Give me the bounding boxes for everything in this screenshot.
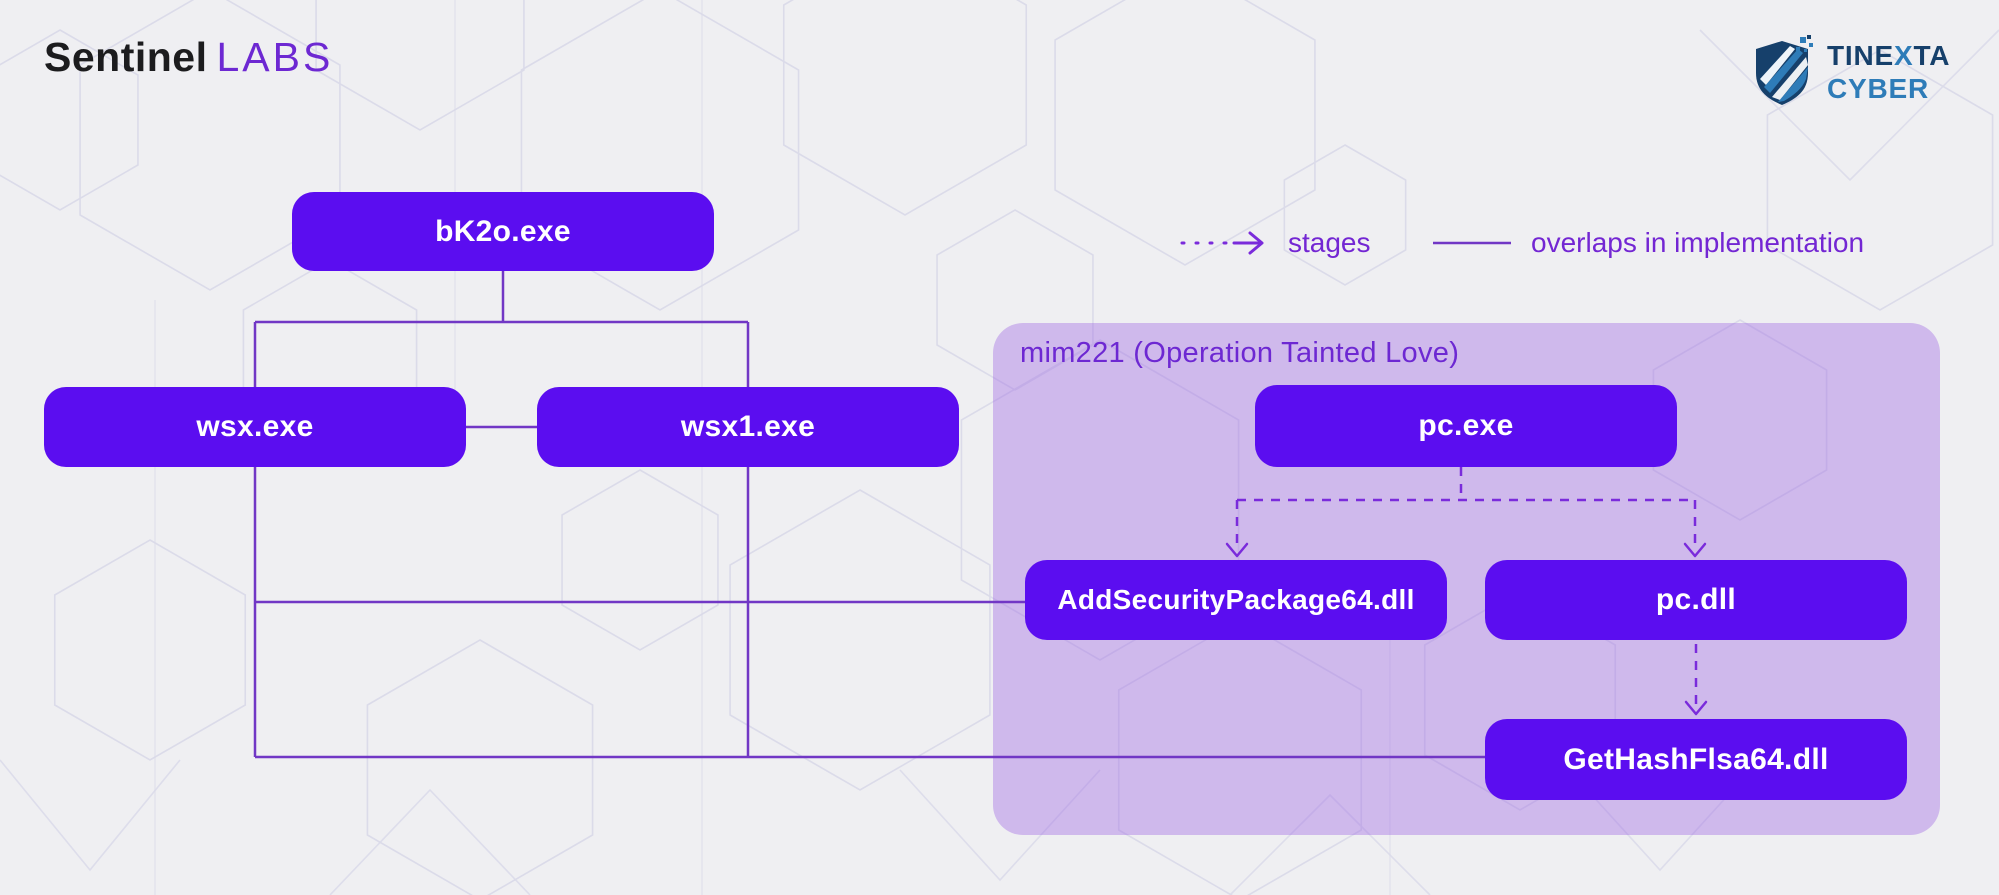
- legend-stages-label: stages: [1288, 227, 1371, 258]
- tinexta-line1-post: TA: [1913, 40, 1951, 71]
- tinexta-wordmark: TINEXTA CYBER: [1827, 39, 1950, 105]
- legend-overlaps-label: overlaps in implementation: [1531, 227, 1865, 258]
- arrowhead-gethashflsa: [1684, 700, 1708, 716]
- legend-overlaps-item: overlaps in implementation: [1431, 227, 1864, 259]
- node-pc-exe: pc.exe: [1255, 385, 1677, 467]
- sentinellabs-logo: Sentinel LABS: [44, 34, 333, 81]
- labs-wordmark: LABS: [216, 34, 334, 80]
- arrowhead-addsecuritypackage: [1225, 542, 1249, 558]
- node-wsx-exe: wsx.exe: [44, 387, 466, 467]
- tinexta-shield-icon: [1756, 35, 1813, 105]
- tinexta-line1: TINEXTA: [1827, 39, 1950, 72]
- legend-stages-item: stages: [1178, 227, 1371, 259]
- mim221-cluster-label: mim221 (Operation Tainted Love): [1020, 337, 1460, 369]
- node-pc-dll: pc.dll: [1485, 560, 1907, 640]
- node-bk2o-exe: bK2o.exe: [292, 192, 714, 271]
- arrowhead-pcdll: [1683, 542, 1707, 558]
- tinexta-line1-x: X: [1893, 40, 1914, 71]
- tinexta-line1-pre: TINE: [1827, 40, 1894, 71]
- node-gethashflsa64-dll: GetHashFlsa64.dll: [1485, 719, 1907, 800]
- sentinel-wordmark: Sentinel: [44, 34, 208, 80]
- tinexta-line2: CYBER: [1827, 73, 1930, 104]
- node-addsecuritypackage64-dll: AddSecurityPackage64.dll: [1025, 560, 1447, 640]
- node-wsx1-exe: wsx1.exe: [537, 387, 959, 467]
- solid-line-icon: [1433, 241, 1511, 245]
- tinexta-cyber-logo: TINEXTA CYBER: [1752, 35, 1950, 109]
- dashed-arrow-icon: [1180, 231, 1264, 255]
